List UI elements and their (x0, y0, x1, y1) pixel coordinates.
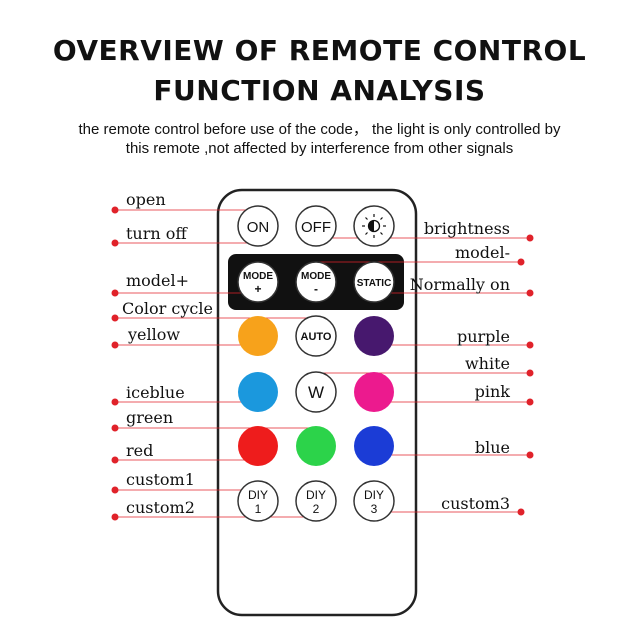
white-button[interactable]: W (295, 371, 337, 413)
pink-button[interactable] (354, 372, 394, 412)
label-open: open (126, 190, 166, 209)
subtitle-line-2: this remote ,not affected by interferenc… (125, 140, 514, 157)
diy3-label: DIY (364, 488, 384, 502)
red-button[interactable] (238, 426, 278, 466)
mode-plus-sign: + (254, 282, 261, 296)
label-brightness: brightness (424, 219, 510, 238)
diy3-number: 3 (371, 502, 378, 516)
on-button-label: ON (247, 219, 270, 236)
label-custom1: custom1 (126, 470, 195, 489)
label-color-cycle: Color cycle (122, 299, 213, 318)
diy3-button[interactable]: DIY 3 (353, 480, 395, 522)
title-line-2: FUNCTION ANALYSIS (153, 74, 486, 107)
green-button[interactable] (296, 426, 336, 466)
diy1-label: DIY (248, 488, 268, 502)
label-white: white (465, 354, 510, 373)
label-pink: pink (475, 382, 511, 401)
auto-button-label: AUTO (301, 331, 332, 343)
label-iceblue: iceblue (126, 383, 185, 402)
white-button-label: W (308, 383, 324, 402)
off-button[interactable]: OFF (295, 205, 337, 247)
purple-button[interactable] (354, 316, 394, 356)
mode-plus-button[interactable]: MODE + (237, 261, 279, 303)
diy1-button[interactable]: DIY 1 (237, 480, 279, 522)
label-custom2: custom2 (126, 498, 195, 517)
mode-plus-label: MODE (243, 271, 273, 282)
iceblue-button[interactable] (238, 372, 278, 412)
label-blue: blue (475, 438, 510, 457)
label-normally-on: Normally on (410, 275, 510, 294)
yellow-button[interactable] (238, 316, 278, 356)
mode-minus-sign: - (314, 282, 318, 296)
leader-dots (111, 206, 534, 521)
diy2-button[interactable]: DIY 2 (295, 480, 337, 522)
diy1-number: 1 (255, 502, 262, 516)
on-button[interactable]: ON (237, 205, 279, 247)
brightness-button[interactable] (353, 205, 395, 247)
brightness-icon (362, 214, 386, 238)
blue-button[interactable] (354, 426, 394, 466)
mode-minus-label: MODE (301, 271, 331, 282)
static-button[interactable]: STATIC (353, 261, 395, 303)
title-line-1: OVERVIEW OF REMOTE CONTROL (52, 34, 587, 67)
leader-lines (115, 209, 530, 518)
label-model-minus: model- (455, 243, 510, 262)
label-yellow: yellow (127, 325, 180, 344)
diy2-label: DIY (306, 488, 326, 502)
static-button-label: STATIC (357, 278, 392, 289)
mode-minus-button[interactable]: MODE - (295, 261, 337, 303)
label-purple: purple (457, 327, 510, 346)
label-custom3: custom3 (441, 494, 510, 513)
auto-button[interactable]: AUTO (295, 315, 337, 357)
diy2-number: 2 (313, 502, 320, 516)
label-red: red (126, 441, 153, 460)
label-model-plus: model+ (126, 271, 189, 290)
subtitle-line-1: the remote control before use of the cod… (78, 121, 561, 138)
label-green: green (126, 408, 173, 427)
label-turn-off: turn off (126, 224, 188, 243)
off-button-label: OFF (301, 219, 331, 236)
